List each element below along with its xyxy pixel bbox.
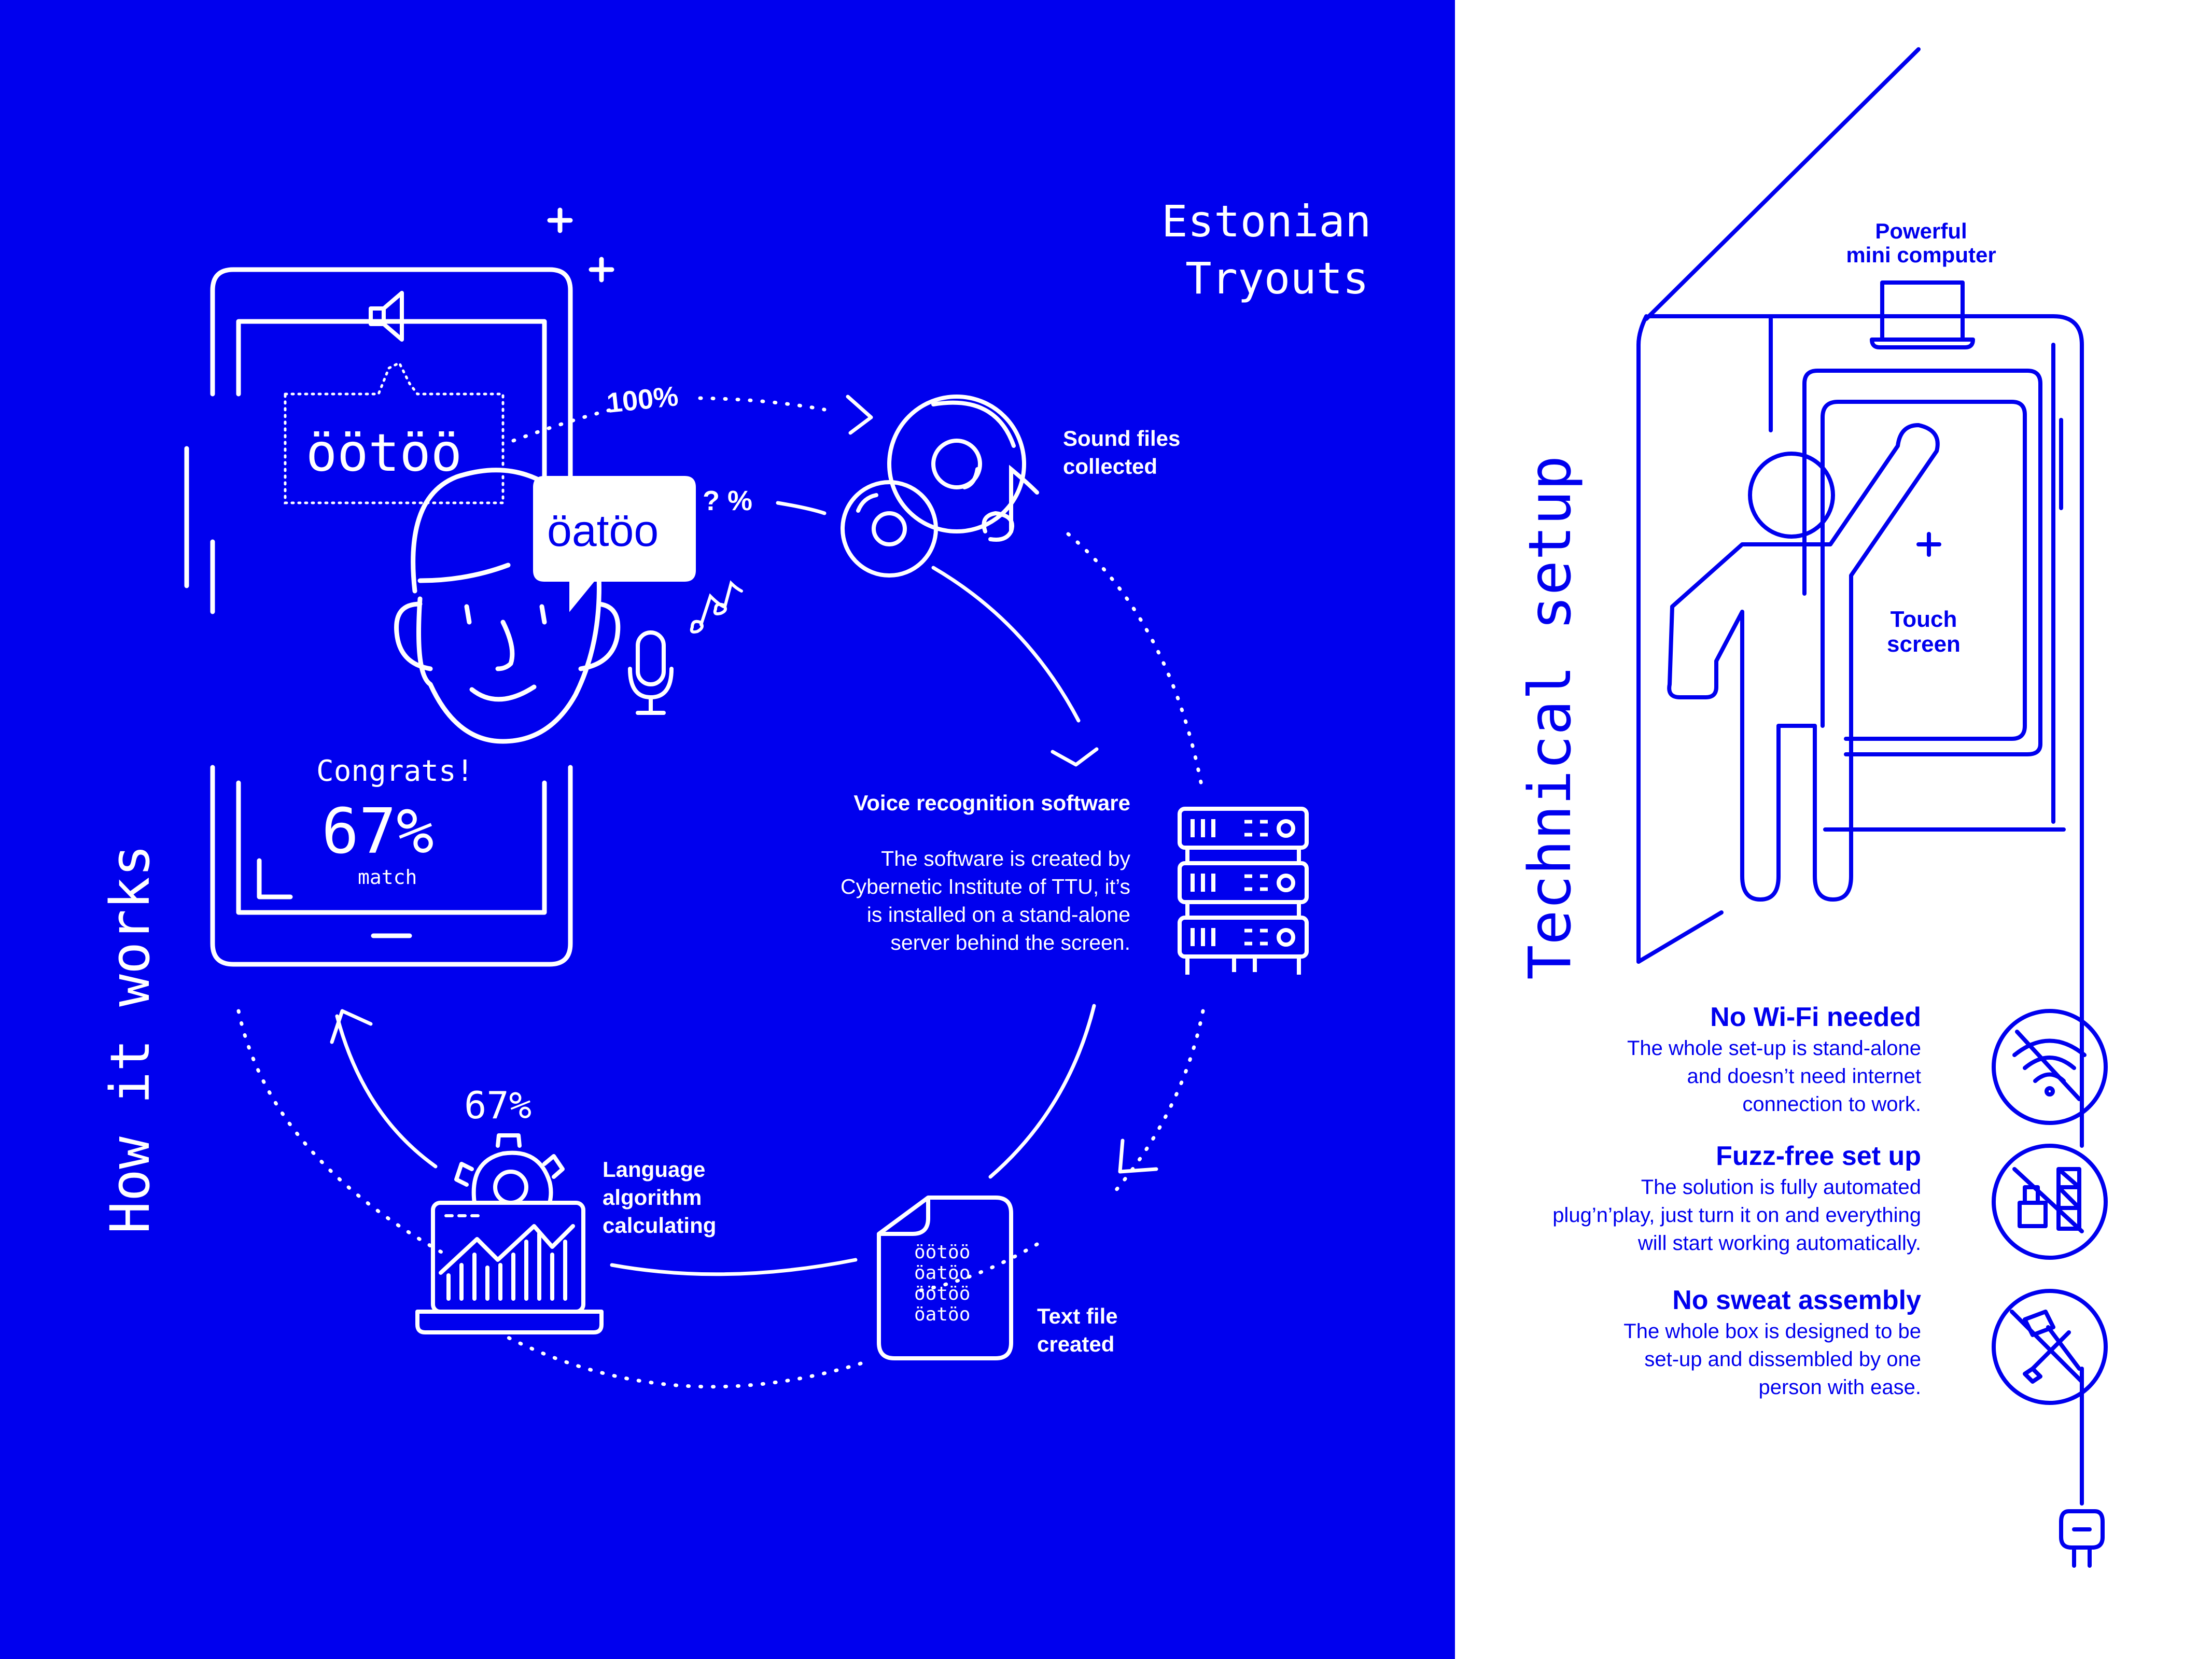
congrats-label: Congrats! — [316, 754, 474, 788]
voice-recognition-body-1: The software is created by — [881, 847, 1130, 870]
feature-body-no-wifi-1: The whole set-up is stand-alone — [1627, 1037, 1921, 1060]
music-notes-icon — [690, 580, 743, 634]
text-file-line-4: öatöo — [914, 1304, 971, 1325]
sound-files-icon — [841, 395, 1039, 578]
no-wifi-icon — [1992, 1009, 2108, 1125]
title-line-2: Tryouts — [1185, 253, 1369, 304]
booth-illustration — [1636, 47, 2105, 1568]
feature-body-no-sweat-1: The whole box is designed to be — [1623, 1320, 1921, 1343]
target-word: öötöö — [306, 423, 463, 483]
no-construction-icon — [1992, 1144, 2108, 1260]
sound-files-line-1: Sound files — [1063, 426, 1181, 451]
algorithm-percent: 67% — [464, 1084, 532, 1127]
text-file-label-2: created — [1037, 1332, 1115, 1356]
feature-body-no-wifi-2: and doesn’t need internet — [1687, 1065, 1921, 1088]
speaker-icon — [369, 291, 404, 342]
no-tools-icon — [1992, 1289, 2108, 1405]
voice-recognition-body-3: is installed on a stand-alone — [866, 903, 1130, 926]
title-line-1: Estonian — [1161, 196, 1371, 247]
feature-body-fuzz-free-2: plug’n’play, just turn it on and everyth… — [1552, 1204, 1921, 1227]
touch-label-2: screen — [1887, 631, 1961, 657]
microphone-icon — [628, 630, 674, 715]
how-it-works-heading: How it works — [99, 844, 162, 1234]
feature-body-no-wifi-3: connection to work. — [1742, 1093, 1921, 1116]
feature-body-no-sweat-3: person with ease. — [1758, 1376, 1921, 1399]
algorithm-laptop-icon — [415, 1133, 604, 1334]
text-file-line-3: öötöö — [914, 1283, 971, 1304]
sound-files-line-2: collected — [1063, 454, 1158, 479]
touch-label-1: Touch — [1890, 607, 1957, 632]
text-file-line-2: öatöo — [914, 1262, 971, 1284]
spoken-word: öatöo — [547, 506, 659, 556]
target-word-bubble — [284, 361, 505, 504]
technical-setup-heading: Technical setup — [1517, 455, 1584, 980]
language-label-2: algorithm — [603, 1185, 702, 1210]
language-label-3: calculating — [603, 1213, 717, 1238]
language-label-1: Language — [603, 1157, 706, 1182]
voice-recognition-body-4: server behind the screen. — [890, 931, 1130, 954]
text-file-icon — [877, 1196, 1013, 1360]
unknown-percent-label: ? % — [703, 485, 753, 516]
computer-label-1: Powerful — [1875, 219, 1967, 243]
phone-illustration — [184, 207, 614, 967]
match-label: match — [358, 866, 417, 889]
voice-recognition-title: Voice recognition software — [853, 791, 1130, 815]
spoken-word-bubble — [533, 476, 696, 612]
text-file-label-1: Text file — [1037, 1304, 1118, 1328]
computer-label-2: mini computer — [1846, 243, 1996, 267]
feature-title-no-sweat: No sweat assembly — [1672, 1285, 1921, 1315]
user-head-illustration — [394, 468, 621, 744]
feature-body-fuzz-free-1: The solution is fully automated — [1641, 1176, 1921, 1199]
cycle-connectors — [236, 395, 1205, 1389]
match-percent: 67% — [321, 796, 434, 868]
server-icon — [1178, 807, 1309, 975]
text-file-line-1: öötöö — [914, 1242, 971, 1263]
voice-recognition-body-2: Cybernetic Institute of TTU, it’s — [840, 875, 1130, 898]
person-figure — [1667, 423, 1940, 902]
feature-title-no-wifi: No Wi-Fi needed — [1710, 1002, 1921, 1032]
feature-body-no-sweat-2: set-up and dissembled by one — [1644, 1348, 1921, 1371]
feature-body-fuzz-free-3: will start working automatically. — [1637, 1232, 1921, 1255]
feature-title-fuzz-free: Fuzz-free set up — [1716, 1141, 1921, 1171]
